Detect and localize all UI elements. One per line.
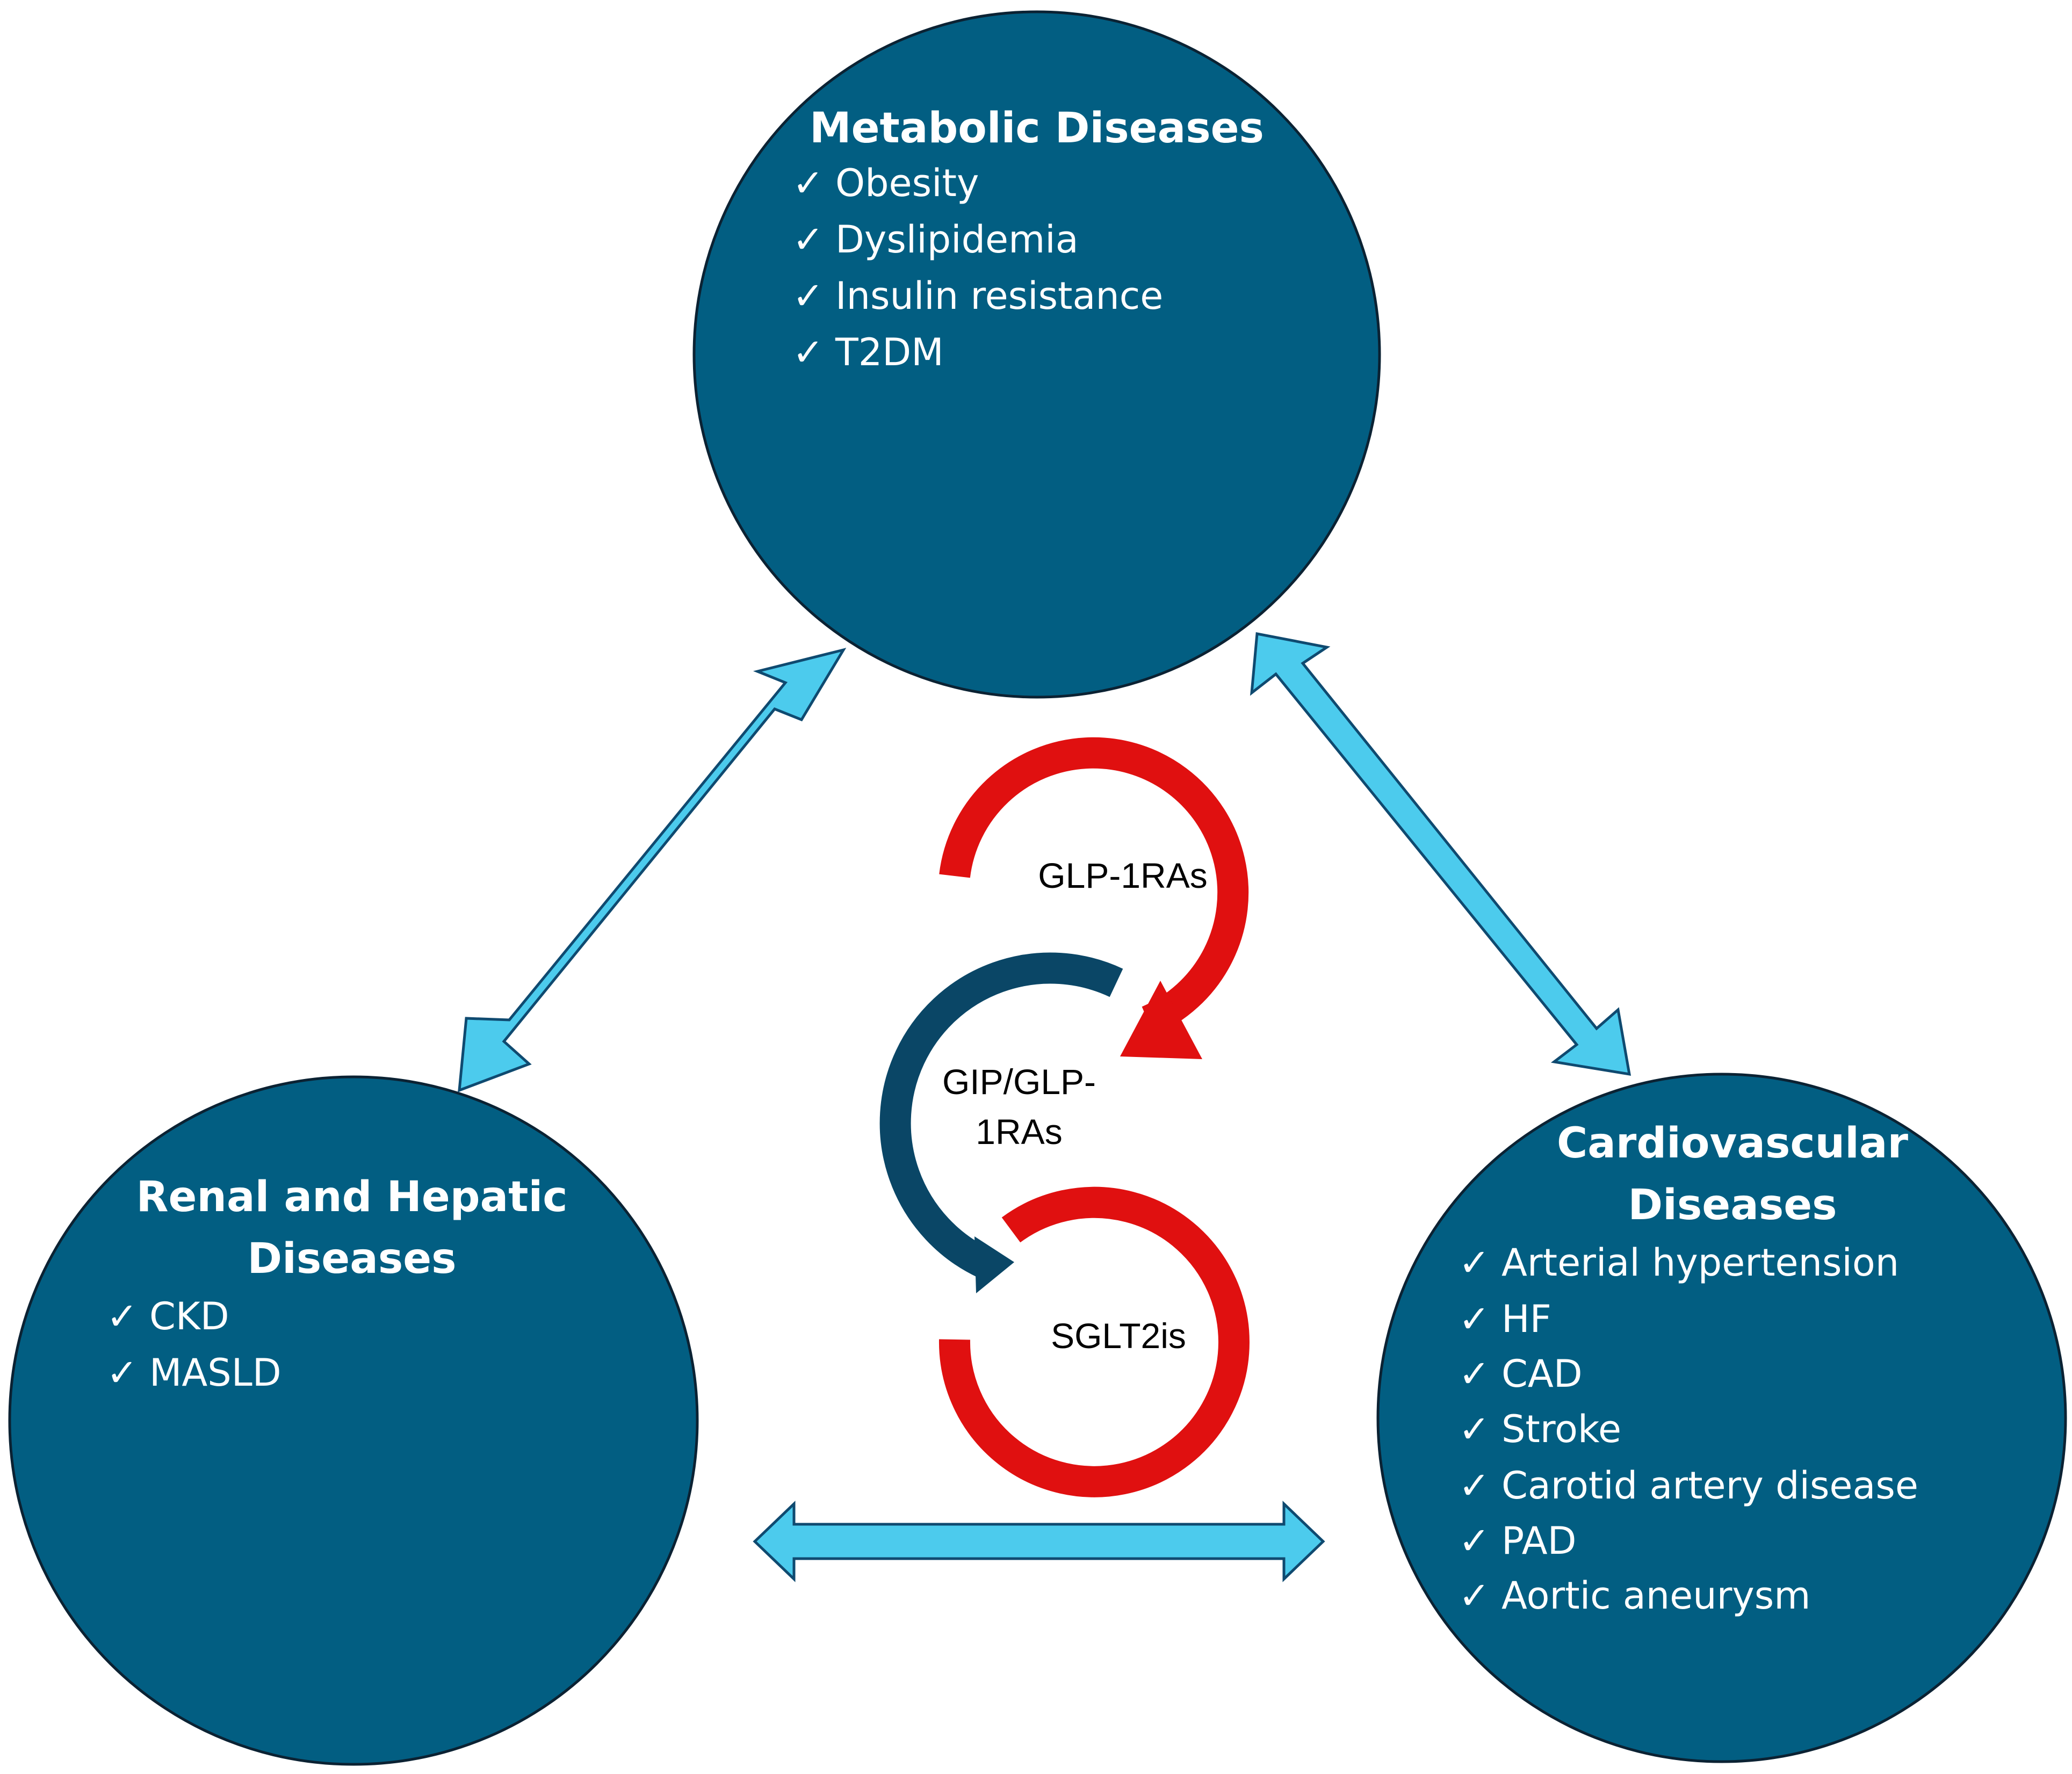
metabolic-check-icon: ✓ — [792, 218, 824, 262]
cardio-check-icon: ✓ — [1459, 1574, 1490, 1618]
metabolic-item-t2dm: T2DM — [835, 330, 944, 374]
metabolic-check-icon: ✓ — [792, 274, 824, 318]
cardio-item-cad: CAD — [1501, 1352, 1583, 1396]
renal-hepatic-diseases-circle — [8, 1075, 699, 1766]
cardio-item-aortic-aneurysm: Aortic aneurysm — [1501, 1574, 1810, 1618]
cardio-check-icon: ✓ — [1459, 1519, 1490, 1563]
cardio-check-icon: ✓ — [1459, 1407, 1490, 1451]
cardio-item-pad: PAD — [1501, 1519, 1577, 1563]
renal-hepatic-title-line1: Renal and Hepatic — [136, 1173, 567, 1221]
double-arrow-metabolic-renal — [458, 648, 847, 1092]
cardiovascular-diseases-circle — [1376, 1073, 2067, 1763]
cardio-item-carotid-artery-disease: Carotid artery disease — [1501, 1464, 1918, 1508]
metabolic-title: Metabolic Diseases — [810, 104, 1264, 153]
double-arrow-renal-cardiovascular — [753, 1501, 1325, 1582]
metabolic-check-icon: ✓ — [792, 161, 824, 205]
sglt2-label: SGLT2is — [1051, 1316, 1186, 1356]
renal-hepatic-list: ✓ CKD ✓ MASLD — [106, 1294, 281, 1395]
cardio-check-icon: ✓ — [1459, 1352, 1490, 1396]
cardio-item-hf: HF — [1501, 1297, 1551, 1341]
cardio-check-icon: ✓ — [1459, 1464, 1490, 1508]
metabolic-diseases-circle — [692, 10, 1381, 699]
cardio-check-icon: ✓ — [1459, 1241, 1490, 1285]
cardio-check-icon: ✓ — [1459, 1297, 1490, 1341]
renal-check-icon: ✓ — [106, 1294, 138, 1338]
cardiovascular-title-line1: Cardiovascular — [1557, 1119, 1909, 1168]
cardio-item-stroke: Stroke — [1501, 1407, 1621, 1451]
renal-hepatic-title-line2: Diseases — [247, 1235, 456, 1283]
double-arrow-metabolic-cardiovascular — [1250, 632, 1631, 1076]
gip-glp1-label-line1: GIP/GLP- — [942, 1062, 1096, 1102]
sglt2-cycle-arc — [938, 1186, 1250, 1497]
cardiovascular-title-line2: Diseases — [1628, 1181, 1837, 1229]
renal-item-ckd: CKD — [149, 1294, 229, 1338]
glp1-arrow-head-icon — [1120, 981, 1202, 1059]
metabolic-item-dyslipidemia: Dyslipidemia — [835, 218, 1079, 262]
gip-glp1-cycle-arc — [879, 952, 1123, 1278]
renal-check-icon: ✓ — [106, 1351, 138, 1395]
renal-item-masld: MASLD — [149, 1351, 281, 1395]
metabolic-check-icon: ✓ — [792, 330, 824, 374]
cardiovascular-list: ✓ Arterial hypertension ✓ HF ✓ CAD ✓ Str… — [1459, 1241, 1918, 1618]
gip-glp1-arrow-head-icon — [974, 1236, 1014, 1293]
metabolic-item-obesity: Obesity — [835, 161, 979, 205]
metabolic-item-insulin-resistance: Insulin resistance — [835, 274, 1163, 318]
glp1-label: GLP-1RAs — [1038, 856, 1207, 895]
gip-glp1-label-line2: 1RAs — [976, 1112, 1062, 1152]
glp1-cycle-arc — [939, 737, 1249, 1036]
metabolic-list: ✓ Obesity ✓ Dyslipidemia ✓ Insulin resis… — [792, 161, 1163, 374]
cardio-item-arterial-hypertension: Arterial hypertension — [1501, 1241, 1899, 1285]
